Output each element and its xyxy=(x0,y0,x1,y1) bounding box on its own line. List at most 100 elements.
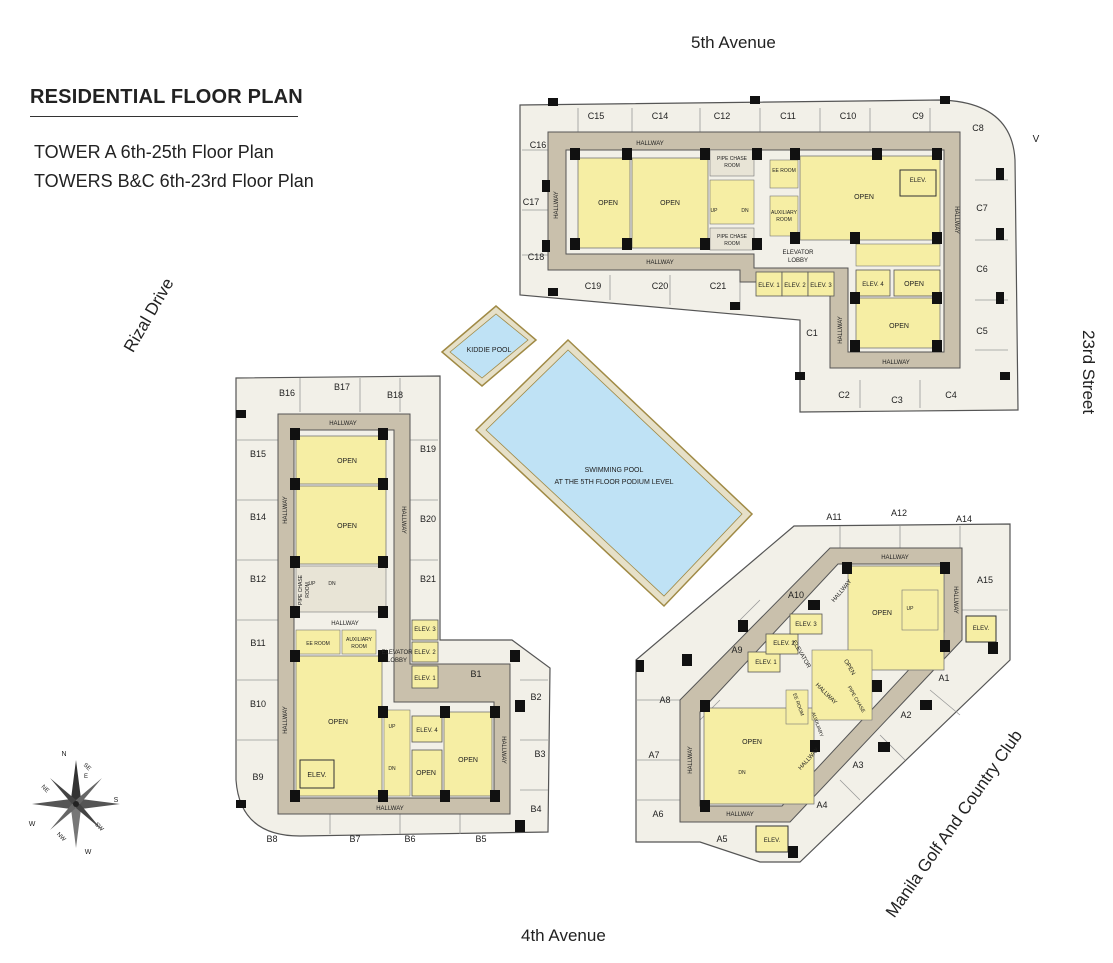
tower-a-core xyxy=(811,649,873,721)
unit-label-c14: C14 xyxy=(652,111,669,121)
unit-label-b4: B4 xyxy=(530,804,541,814)
tower-a-elev-1 xyxy=(747,651,781,673)
unit-label-b8: B8 xyxy=(266,834,277,844)
tower-b-elev-1 xyxy=(411,665,439,689)
elev-label-c: ELEV. xyxy=(910,178,927,184)
open-label-a1: OPEN xyxy=(872,610,892,617)
unit-label-b14: B14 xyxy=(250,512,266,522)
unit-label-b6: B6 xyxy=(404,834,415,844)
elevator-lobby-label-b: ELEVATOR xyxy=(381,650,413,656)
unit-label-b10: B10 xyxy=(250,699,266,709)
open-label-b4: OPEN xyxy=(416,770,436,777)
tower-a-stairs xyxy=(901,589,939,631)
tower-c-pipe-chase-top xyxy=(709,149,755,177)
stair-up-label-1: UP xyxy=(711,208,719,214)
elev-4-label-c: ELEV. 4 xyxy=(862,282,884,288)
tower-c-stairs-1 xyxy=(709,179,755,225)
tower-b-open-1 xyxy=(295,435,387,485)
unit-label-c9: C9 xyxy=(912,111,924,121)
unit-label-c17: C17 xyxy=(523,197,540,207)
unit-label-a15: A15 xyxy=(977,575,993,585)
tower-c-elev-3 xyxy=(807,271,835,297)
tower-c-elev xyxy=(899,169,937,197)
tower-c-ee-room xyxy=(769,159,799,189)
tower-b-ee-room xyxy=(295,629,341,655)
unit-label-a7: A7 xyxy=(648,750,659,760)
tower-b-unit-walls xyxy=(236,378,548,834)
compass-rose-icon xyxy=(32,760,120,848)
compass-ne: NE xyxy=(40,784,50,794)
unit-label-c19: C19 xyxy=(585,281,602,291)
tower-c-open-1 xyxy=(577,157,631,249)
unit-label-c20: C20 xyxy=(652,281,669,291)
tower-a-unit-walls xyxy=(636,526,1008,801)
compass-s: S xyxy=(114,797,119,804)
page-title: RESIDENTIAL FLOOR PLAN xyxy=(30,86,303,108)
hallway-label-c-top: HALLWAY xyxy=(636,141,664,147)
tower-b-open-4 xyxy=(411,749,443,797)
tower-c-columns xyxy=(542,96,1010,380)
unit-label-a9: A9 xyxy=(731,645,742,655)
compass-w: W xyxy=(85,849,92,856)
unit-label-c4: C4 xyxy=(945,390,957,400)
hallway-label-a-bottom: HALLWAY xyxy=(726,812,754,818)
unit-label-b5: B5 xyxy=(475,834,486,844)
compass-w2: W xyxy=(29,821,36,828)
elev-label-b: ELEV. xyxy=(307,772,326,779)
tower-c-unit-walls xyxy=(522,108,1008,408)
tower-b-columns xyxy=(236,410,525,832)
unit-label-c18: C18 xyxy=(528,252,545,262)
hallway-label-b-right: HALLWAY xyxy=(400,506,406,534)
compass-e: E xyxy=(84,774,88,780)
tower-b-aux-room xyxy=(341,629,377,655)
open-label-b2: OPEN xyxy=(337,523,357,530)
stair-up-label-3: UP xyxy=(389,724,397,730)
tower-b-pipe-chase xyxy=(295,565,387,613)
swimming-pool-label-2: AT THE 5TH FLOOR PODIUM LEVEL xyxy=(554,479,673,486)
v-mark: V xyxy=(1033,134,1040,145)
stair-up-label-2: UP xyxy=(309,581,317,587)
unit-label-b1: B1 xyxy=(470,669,481,679)
tower-b xyxy=(235,375,551,837)
tower-a-elev-2 xyxy=(765,633,799,655)
ee-room-label-c: EE ROOM xyxy=(772,168,796,174)
pipe-chase-label-c-bottom-2: ROOM xyxy=(724,241,740,247)
elev-1-label-c: ELEV. 1 xyxy=(758,283,780,289)
tower-a-columns xyxy=(636,562,998,858)
tower-a-elev-bottom xyxy=(755,825,789,853)
tower-b-elev-2 xyxy=(411,641,439,663)
unit-label-a11: A11 xyxy=(826,512,841,522)
unit-label-c6: C6 xyxy=(976,264,988,274)
open-label-c2: OPEN xyxy=(660,200,680,207)
unit-label-c3: C3 xyxy=(891,395,903,405)
pipe-chase-label-b-2: ROOM xyxy=(305,582,311,598)
tower-c-aux-room xyxy=(769,195,799,237)
hallway-label-a-right: HALLWAY xyxy=(952,586,958,614)
tower-b-stairs xyxy=(383,709,411,797)
tower-a-elev-3 xyxy=(789,613,823,635)
hallway-label-c-left: HALLWAY xyxy=(554,191,560,219)
hallway-label-b-bottom: HALLWAY xyxy=(376,806,404,812)
open-label-b3: OPEN xyxy=(328,719,348,726)
aux-room-label-c: AUXILIARY xyxy=(771,210,798,216)
unit-label-b17: B17 xyxy=(334,382,350,392)
unit-label-b19: B19 xyxy=(420,444,436,454)
tower-a-ee-room xyxy=(785,689,809,725)
elev-3-label-a: ELEV. 3 xyxy=(795,622,817,628)
unit-label-a4: A4 xyxy=(816,800,827,810)
street-label-5th-avenue: 5th Avenue xyxy=(691,33,776,52)
open-label-c4: OPEN xyxy=(889,323,909,330)
tower-c-stairs-2 xyxy=(855,243,941,267)
unit-label-c11: C11 xyxy=(780,111,796,121)
elevator-lobby-label-c: ELEVATOR xyxy=(782,250,814,256)
elev-4-label-b: ELEV. 4 xyxy=(416,728,438,734)
unit-label-b2: B2 xyxy=(530,692,541,702)
hallway-label-b-left: HALLWAY xyxy=(283,496,289,524)
stair-dn-label-1: DN xyxy=(741,208,749,214)
compass-nw: NW xyxy=(55,832,67,844)
hallway-label-b-mid: HALLWAY xyxy=(331,621,359,627)
kiddie-pool-label: KIDDIE POOL xyxy=(467,347,512,354)
hallway-label-c-bottom: HALLWAY xyxy=(646,260,674,266)
title-underline xyxy=(30,116,298,117)
